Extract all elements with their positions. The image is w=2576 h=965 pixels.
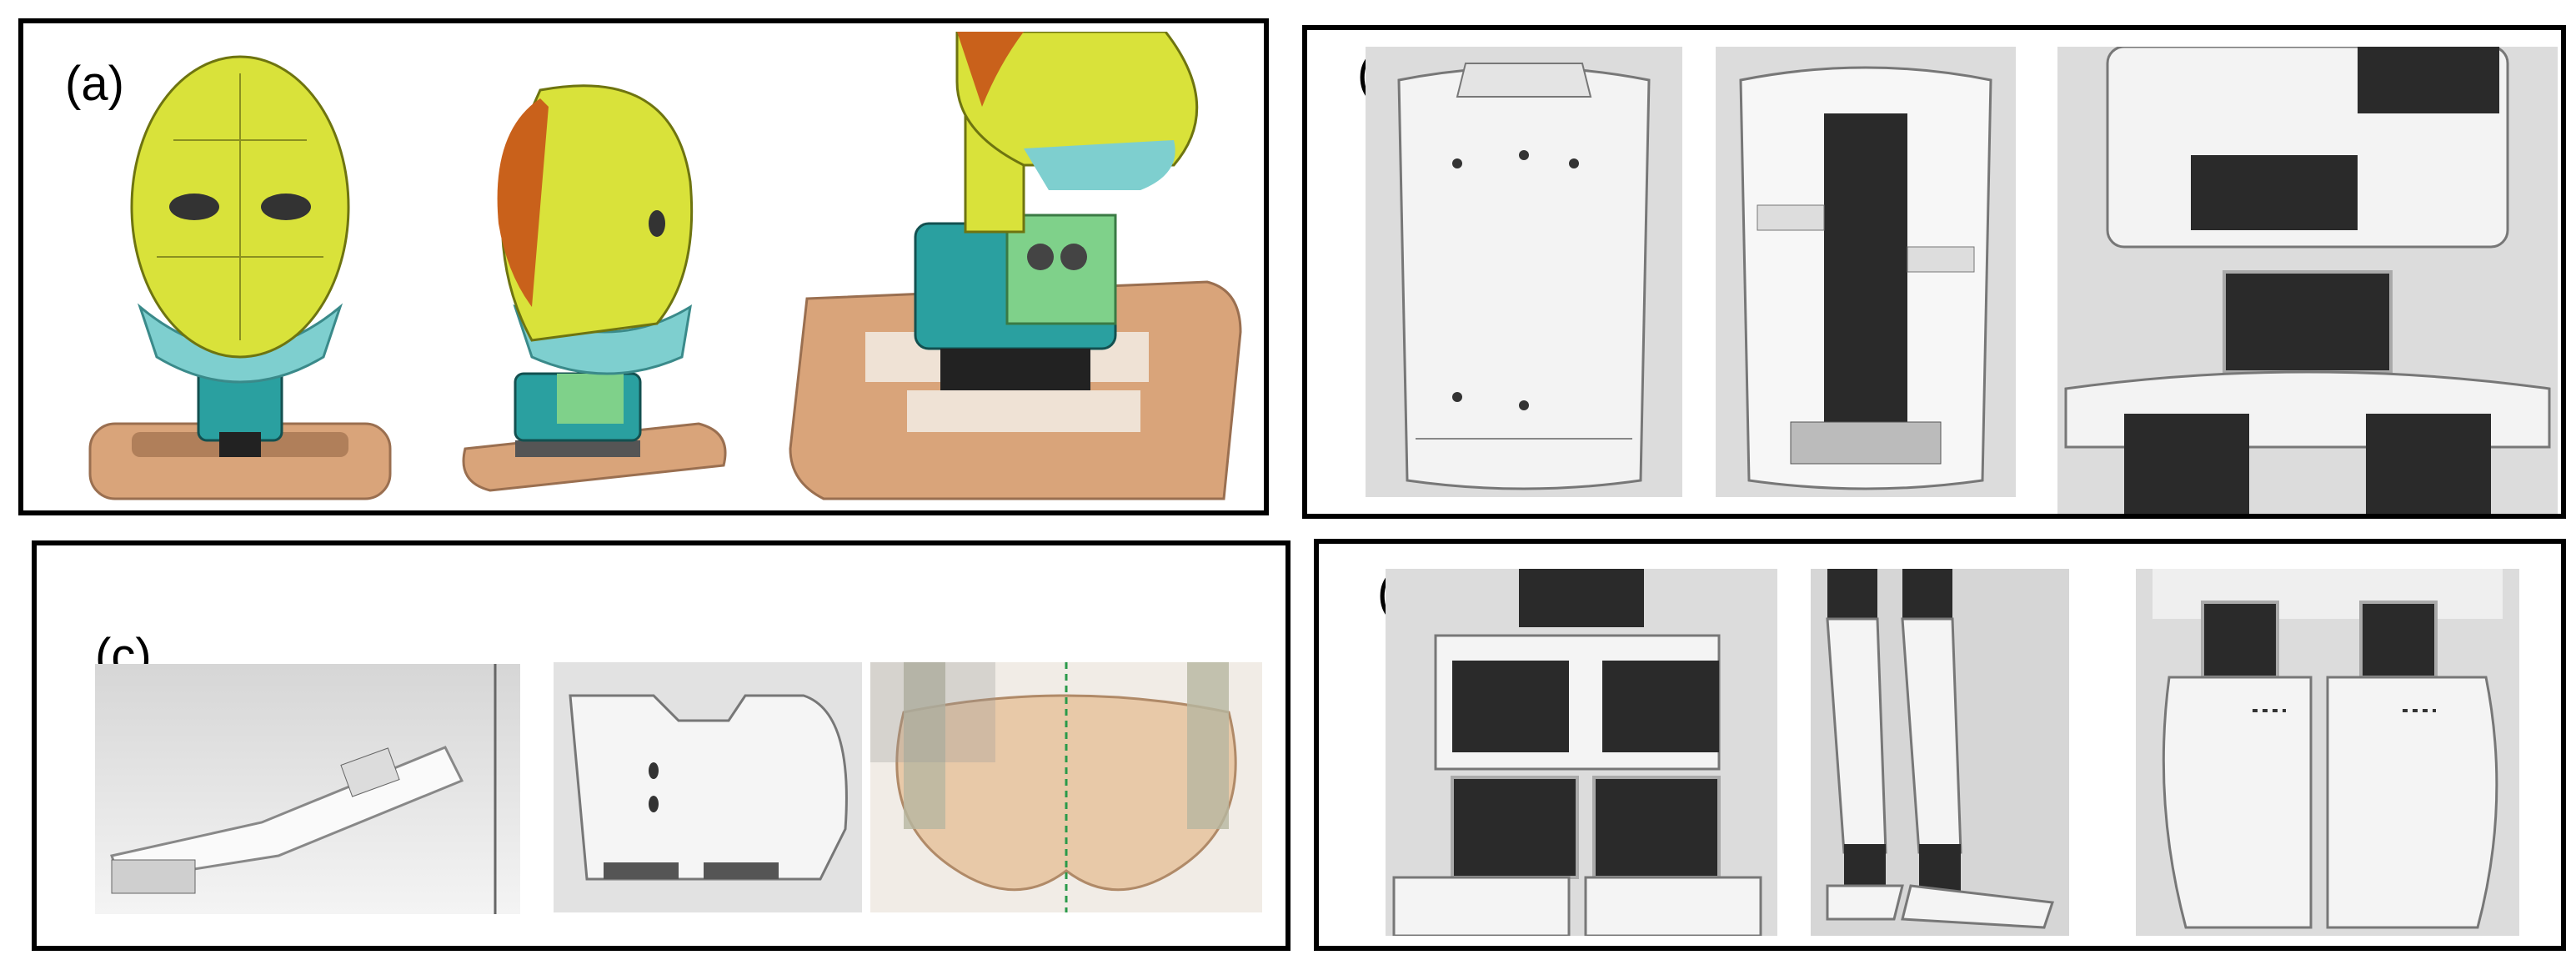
- pelvis-overlay: [870, 662, 1262, 912]
- panel-b: (b): [1302, 25, 2566, 519]
- panel-a: (a): [18, 18, 1269, 515]
- thigh-covers: [2136, 569, 2519, 936]
- torso-interior: [1716, 47, 2016, 497]
- hip-block: [554, 662, 862, 912]
- panel-d: (d): [1314, 539, 2566, 951]
- torso-shell: [1366, 47, 1682, 497]
- neck-mechanism-closeup: [774, 32, 1257, 507]
- panel-c: (c): [32, 540, 1291, 951]
- head-front-view: [73, 40, 407, 507]
- hip-servo-stack: [1386, 569, 1777, 936]
- leg-assembly: [1811, 569, 2069, 936]
- panel-a-label: (a): [57, 57, 133, 112]
- arm-hand-model: [95, 664, 520, 914]
- torso-servo-assembly: [2057, 47, 2558, 514]
- head-side-view: [440, 57, 757, 507]
